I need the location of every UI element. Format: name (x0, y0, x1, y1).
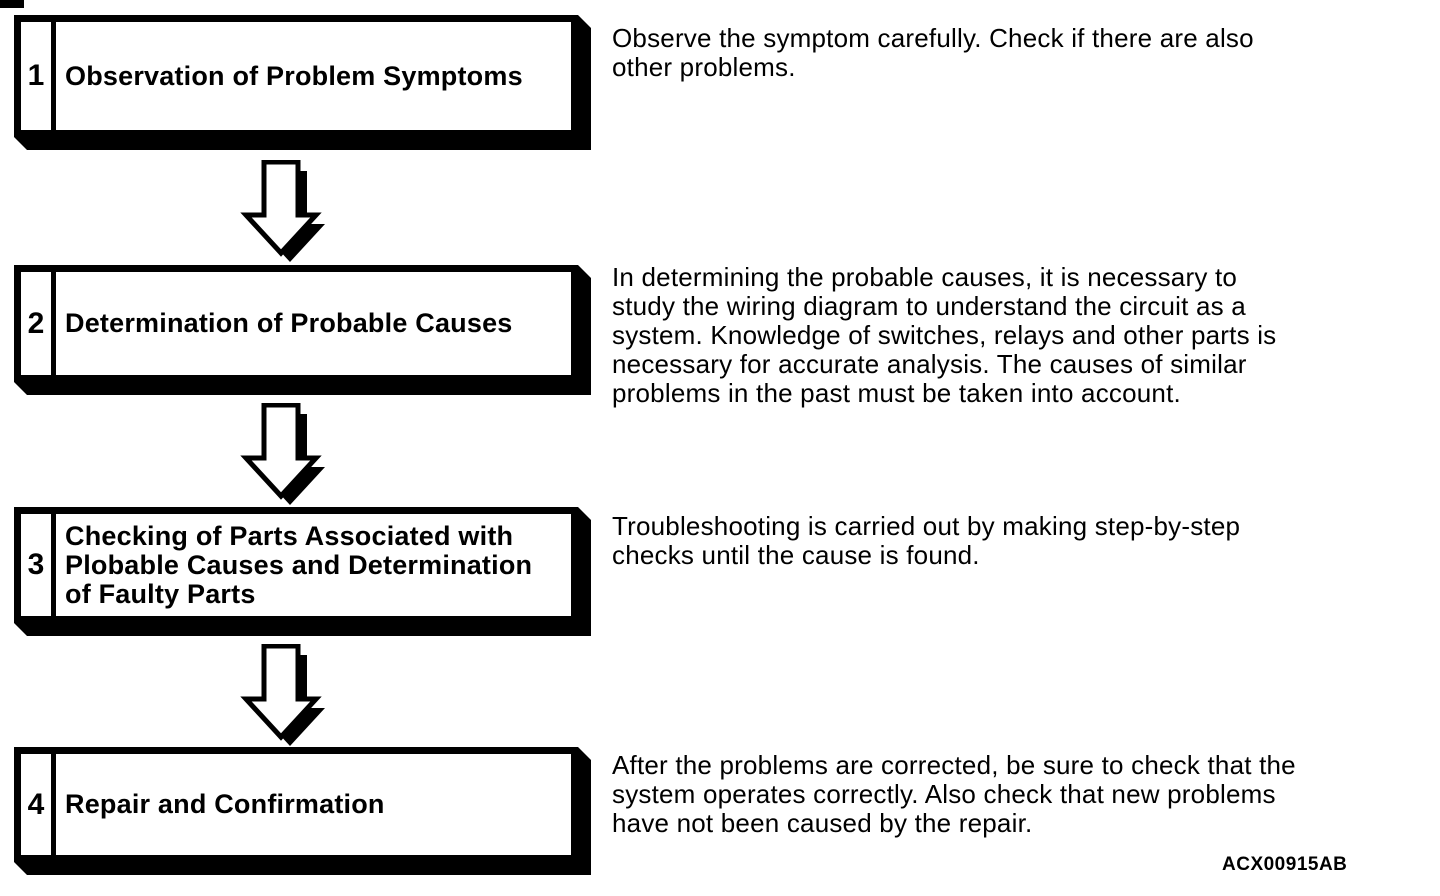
step-2-number: 2 (21, 272, 56, 375)
step-1-box: 1 Observation of Problem Symptoms (14, 15, 578, 137)
step-1-face: 1 Observation of Problem Symptoms (14, 15, 578, 137)
figure-code: ACX00915AB (1222, 854, 1348, 875)
step-4-box: 4 Repair and Confirmation (14, 747, 578, 862)
step-1-label: Observation of Problem Symptoms (65, 60, 523, 91)
step-1-number: 1 (21, 22, 56, 130)
down-arrow-icon (240, 403, 325, 505)
down-arrow-icon (240, 644, 325, 746)
scan-artifact-mark (0, 0, 24, 8)
step-2-face: 2 Determination of Probable Causes (14, 265, 578, 382)
step-2-description: In determining the probable causes, it i… (612, 262, 1277, 408)
step-1-description: Observe the symptom carefully. Check if … (612, 23, 1254, 82)
step-2-label: Determination of Probable Causes (65, 308, 513, 338)
step-3-number: 3 (21, 514, 56, 616)
step-4-description: After the problems are corrected, be sur… (612, 750, 1296, 838)
step-3-box: 3 Checking of Parts Associated with Plob… (14, 507, 578, 623)
step-3-label: Checking of Parts Associated with Plobab… (65, 520, 533, 609)
down-arrow-icon (240, 160, 325, 262)
step-3-description: Troubleshooting is carried out by making… (612, 511, 1241, 570)
step-4-number: 4 (21, 754, 56, 855)
step-2-box: 2 Determination of Probable Causes (14, 265, 578, 382)
step-4-label: Repair and Confirmation (65, 789, 385, 819)
step-3-face: 3 Checking of Parts Associated with Plob… (14, 507, 578, 623)
step-4-face: 4 Repair and Confirmation (14, 747, 578, 862)
